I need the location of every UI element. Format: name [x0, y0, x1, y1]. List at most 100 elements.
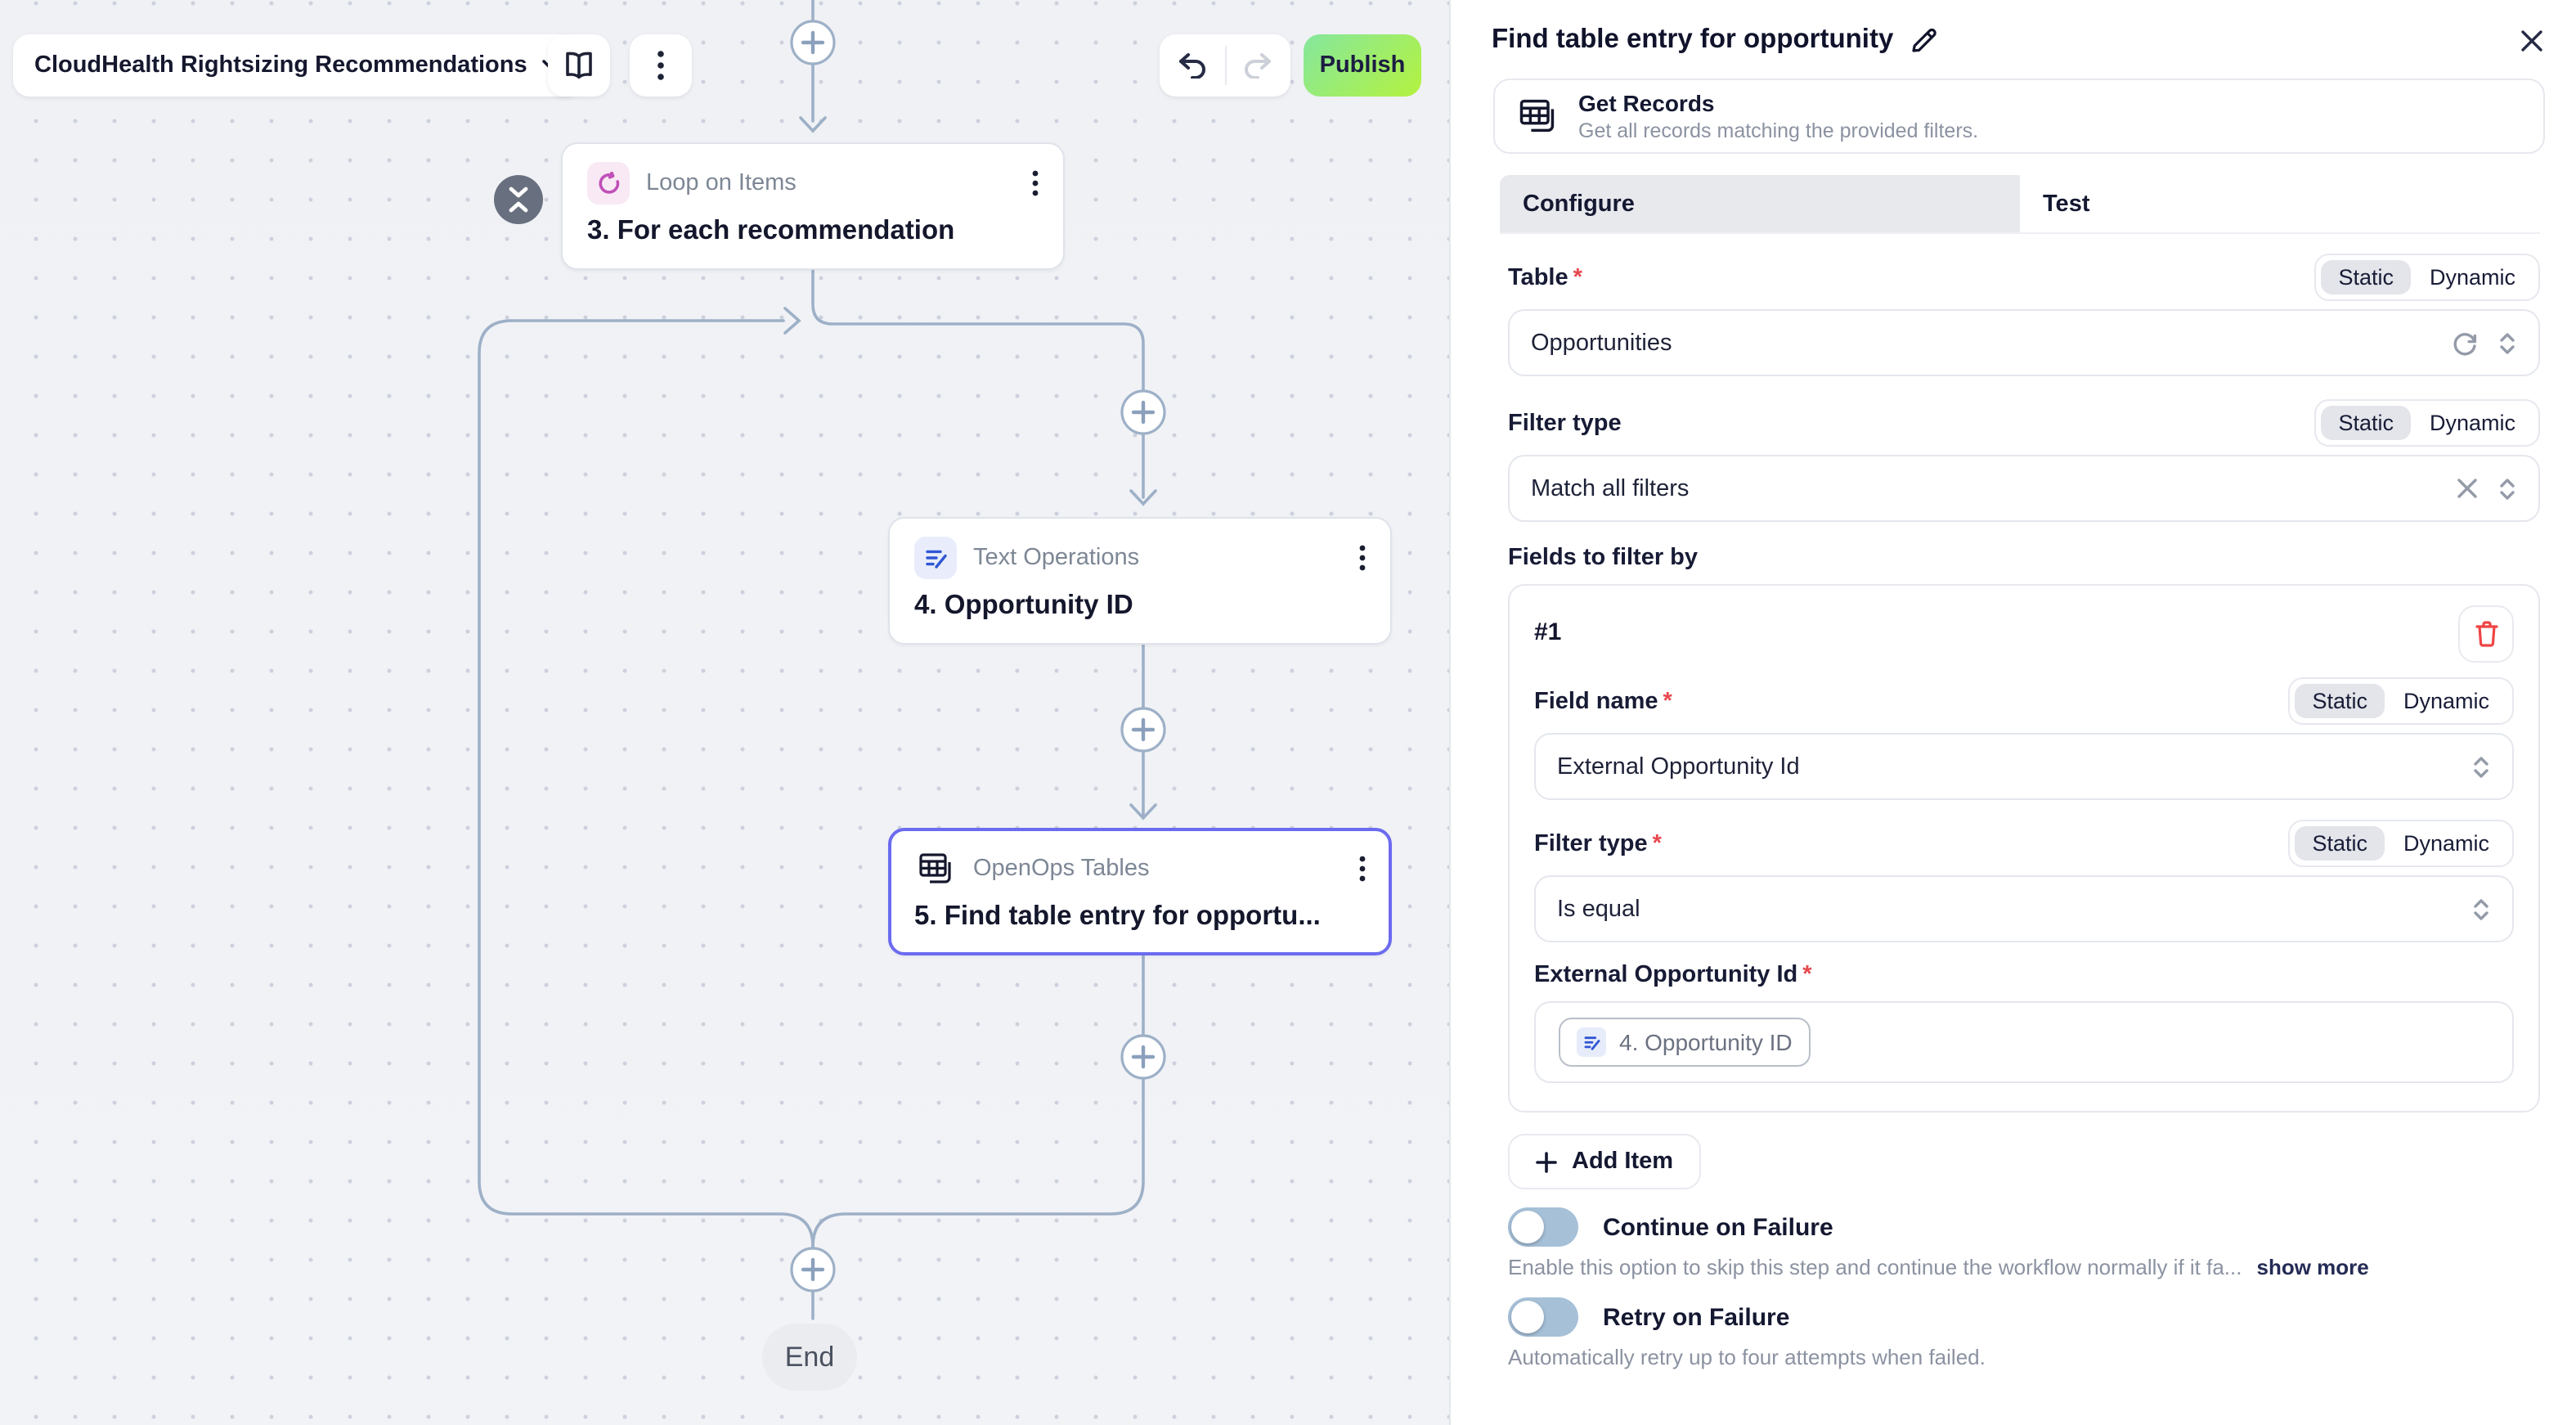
retry-on-failure-description: Automatically retry up to four attempts …: [1508, 1345, 1986, 1369]
text-operations-icon: [1577, 1027, 1606, 1057]
table-static-dynamic-toggle: Static Dynamic: [2313, 254, 2540, 301]
refresh-icon[interactable]: [2452, 330, 2478, 356]
flow-name-selector[interactable]: CloudHealth Rightsizing Recommendations: [13, 34, 583, 97]
chevrons-up-down-icon: [2471, 896, 2491, 922]
filter-type-static-dynamic-toggle: Static Dynamic: [2313, 399, 2540, 447]
value-input[interactable]: 4. Opportunity ID: [1534, 1001, 2514, 1083]
retry-on-failure-toggle[interactable]: [1508, 1297, 1578, 1337]
close-icon: [2521, 29, 2542, 51]
item-filter-type-select[interactable]: Is equal: [1534, 875, 2514, 942]
step-menu-icon[interactable]: [1032, 170, 1039, 196]
continue-on-failure-description: Enable this option to skip this step and…: [1508, 1255, 2369, 1279]
arrowhead-into-tables: [1129, 803, 1157, 820]
tab-configure[interactable]: Configure: [1500, 175, 2020, 232]
step-title: 4. Opportunity ID: [914, 591, 1133, 620]
collapse-loop-button[interactable]: [494, 175, 543, 224]
redo-icon: [1245, 53, 1272, 79]
trash-icon: [2475, 621, 2497, 647]
field-name-label: Field name*: [1534, 688, 1672, 714]
static-option[interactable]: Static: [2320, 260, 2412, 294]
static-option[interactable]: Static: [2294, 684, 2385, 718]
token-label: 4. Opportunity ID: [1619, 1029, 1793, 1055]
publish-label: Publish: [1319, 52, 1406, 79]
filter-item-index: #1: [1534, 618, 1562, 646]
edge-loop-to-branch: [811, 257, 1145, 393]
continue-on-failure-toggle[interactable]: [1508, 1207, 1578, 1247]
kebab-icon: [657, 51, 664, 80]
static-option[interactable]: Static: [2320, 406, 2412, 440]
dynamic-option[interactable]: Dynamic: [2403, 689, 2489, 713]
panel-tabs: Configure Test: [1500, 175, 2540, 234]
add-item-button[interactable]: Add Item: [1508, 1134, 1702, 1189]
table-select-value: Opportunities: [1531, 330, 1672, 356]
fields-to-filter-by-label: Fields to filter by: [1508, 545, 1699, 571]
workflow-canvas[interactable]: CloudHealth Rightsizing Recommendations: [0, 0, 1449, 1425]
required-marker: *: [1573, 264, 1582, 290]
show-more-link[interactable]: show more: [2256, 1255, 2369, 1279]
step-app-name: Text Operations: [973, 545, 1140, 571]
table-field-label: Table*: [1508, 264, 1582, 290]
history-controls: [1160, 34, 1290, 97]
step-menu-icon[interactable]: [1359, 545, 1366, 571]
dynamic-option[interactable]: Dynamic: [2429, 411, 2515, 435]
step-settings-panel: Find table entry for opportunity: [1449, 0, 2576, 1425]
docs-button[interactable]: [548, 34, 610, 97]
chevrons-up-down-icon: [2471, 753, 2491, 780]
end-label: End: [784, 1341, 835, 1372]
redo-button[interactable]: [1226, 34, 1290, 97]
required-marker: *: [1652, 830, 1662, 856]
rename-step-button[interactable]: [1910, 26, 1937, 54]
action-name: Get Records: [1578, 90, 1715, 116]
workflow-edges: [478, 0, 1166, 1320]
tab-label: Test: [2043, 191, 2090, 217]
configure-form: Table* Static Dynamic Opportunities: [1451, 234, 2576, 1369]
item-filter-type-static-dynamic-toggle: Static Dynamic: [2287, 820, 2514, 867]
value-field-label: External Opportunity Id*: [1534, 962, 1812, 988]
chevrons-up-down-icon: [2497, 330, 2517, 356]
undo-button[interactable]: [1160, 34, 1224, 97]
close-panel-button[interactable]: [2520, 29, 2543, 52]
arrowhead-loopback: [783, 307, 801, 335]
field-name-select[interactable]: External Opportunity Id: [1534, 733, 2514, 800]
add-step-button[interactable]: [790, 20, 836, 65]
retry-on-failure-label: Retry on Failure: [1603, 1303, 1790, 1331]
step-node-text-operations[interactable]: Text Operations 4. Opportunity ID: [888, 517, 1392, 645]
add-step-button[interactable]: [1120, 389, 1166, 435]
publish-button[interactable]: Publish: [1304, 34, 1421, 97]
table-select[interactable]: Opportunities: [1508, 309, 2540, 376]
book-icon: [563, 51, 595, 80]
clear-icon[interactable]: [2457, 478, 2478, 499]
loop-icon: [587, 162, 630, 205]
field-name-select-value: External Opportunity Id: [1557, 753, 1800, 780]
step-node-openops-tables[interactable]: OpenOps Tables 5. Find table entry for o…: [888, 828, 1392, 955]
undo-icon: [1178, 53, 1205, 79]
step-menu-icon[interactable]: [1359, 856, 1366, 882]
delete-filter-item-button[interactable]: [2458, 605, 2514, 663]
flow-menu-button[interactable]: [630, 34, 692, 97]
add-step-button[interactable]: [1120, 1034, 1166, 1080]
get-records-icon: [1516, 95, 1559, 137]
plus-icon: [1536, 1151, 1557, 1172]
collapse-icon: [509, 187, 528, 213]
step-name-title: Find table entry for opportunity: [1492, 25, 1894, 54]
required-marker: *: [1663, 688, 1672, 714]
continue-on-failure-label: Continue on Failure: [1603, 1213, 1833, 1241]
filter-item-card: #1 Field name* Static Dynamic: [1508, 584, 2540, 1113]
add-step-button[interactable]: [790, 1247, 836, 1292]
edge-loopback-rail: [478, 319, 815, 1248]
static-option[interactable]: Static: [2294, 826, 2385, 861]
add-step-button[interactable]: [1120, 707, 1166, 753]
filter-type-select[interactable]: Match all filters: [1508, 455, 2540, 522]
filter-type-select-value: Match all filters: [1531, 475, 1690, 501]
filter-type-field-label: Filter type: [1508, 410, 1622, 436]
dynamic-option[interactable]: Dynamic: [2403, 831, 2489, 856]
item-filter-type-label: Filter type*: [1534, 830, 1662, 856]
add-item-label: Add Item: [1572, 1149, 1674, 1175]
end-node: End: [762, 1324, 857, 1391]
chevrons-up-down-icon: [2497, 475, 2517, 501]
step-token-chip[interactable]: 4. Opportunity ID: [1559, 1018, 1811, 1067]
step-node-loop[interactable]: Loop on Items 3. For each recommendation: [561, 142, 1065, 270]
tab-test[interactable]: Test: [2020, 175, 2540, 232]
dynamic-option[interactable]: Dynamic: [2429, 265, 2515, 290]
